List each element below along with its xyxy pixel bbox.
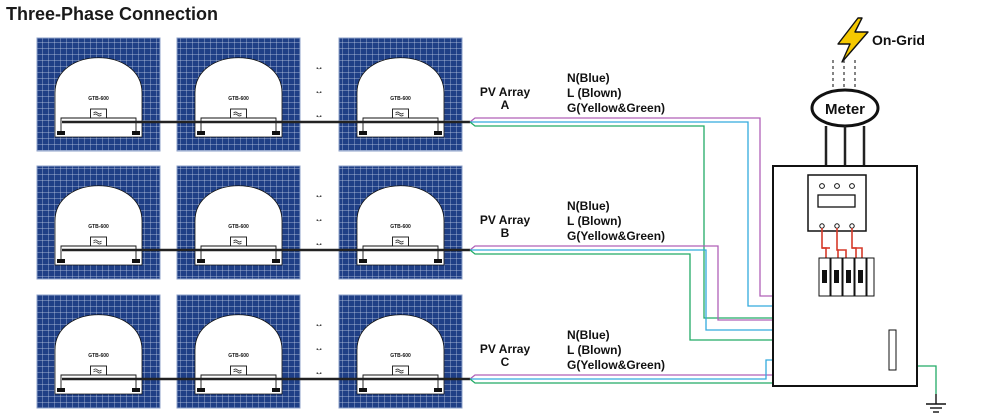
pv-array-name: PV Array xyxy=(480,342,531,356)
wire-label: N(Blue) xyxy=(567,199,610,213)
ground-bar xyxy=(888,329,897,371)
solar-panel: GTB-600 xyxy=(176,37,301,152)
ellipsis: •-• xyxy=(316,114,321,120)
inverter-label: GTB-600 xyxy=(390,224,411,230)
wire xyxy=(469,121,892,319)
ellipsis: •-• xyxy=(316,242,321,248)
on-grid-label: On-Grid xyxy=(872,32,925,48)
array-labels: •-••-••-••-••-••-••-••-••-•PV ArrayAN(Bl… xyxy=(316,66,665,377)
solar-panel: GTB-600 xyxy=(176,294,301,409)
distribution-box xyxy=(772,165,918,387)
ellipsis: •-• xyxy=(316,218,321,224)
inverter-label: GTB-600 xyxy=(228,96,249,102)
pv-array-letter: C xyxy=(501,355,510,369)
wire xyxy=(469,249,892,341)
meter: Meter xyxy=(810,88,880,166)
pv-array-letter: A xyxy=(501,98,510,112)
pv-array-name: PV Array xyxy=(480,85,531,99)
wire-label: L (Blown) xyxy=(567,214,621,228)
solar-panel: GTB-600 xyxy=(36,37,161,152)
wire-label: G(Yellow&Green) xyxy=(567,229,665,243)
wire-label: G(Yellow&Green) xyxy=(567,358,665,372)
on-grid: On-Grid xyxy=(832,17,925,88)
ellipsis: •-• xyxy=(316,347,321,353)
wire-label: G(Yellow&Green) xyxy=(567,101,665,115)
ellipsis: •-• xyxy=(316,66,321,72)
inverter-label: GTB-600 xyxy=(88,224,109,230)
inverter-label: GTB-600 xyxy=(390,96,411,102)
ellipsis: •-• xyxy=(316,371,321,377)
solar-panel: GTB-600 xyxy=(36,165,161,280)
meter-label: Meter xyxy=(825,101,865,118)
inverter-label: GTB-600 xyxy=(228,224,249,230)
ellipsis: •-• xyxy=(316,194,321,200)
wire-label: L (Blown) xyxy=(567,343,621,357)
lightning-icon xyxy=(837,17,869,63)
inverter-label: GTB-600 xyxy=(390,353,411,359)
solar-panel: GTB-600 xyxy=(338,37,463,152)
inverter-label: GTB-600 xyxy=(228,353,249,359)
inverter-label: GTB-600 xyxy=(88,353,109,359)
inverter-label: GTB-600 xyxy=(88,96,109,102)
wire-label: N(Blue) xyxy=(567,71,610,85)
pv-array-letter: B xyxy=(501,226,510,240)
wire-label: L (Blown) xyxy=(567,86,621,100)
solar-panel: GTB-600 xyxy=(176,165,301,280)
page-title: Three-Phase Connection xyxy=(6,4,219,24)
solar-panel: GTB-600 xyxy=(338,294,463,409)
pv-array-name: PV Array xyxy=(480,213,531,227)
ellipsis: •-• xyxy=(316,323,321,329)
solar-panel: GTB-600 xyxy=(338,165,463,280)
ground-icon xyxy=(926,394,946,413)
ellipsis: •-• xyxy=(316,90,321,96)
solar-panel: GTB-600 xyxy=(36,294,161,409)
wire-label: N(Blue) xyxy=(567,328,610,342)
